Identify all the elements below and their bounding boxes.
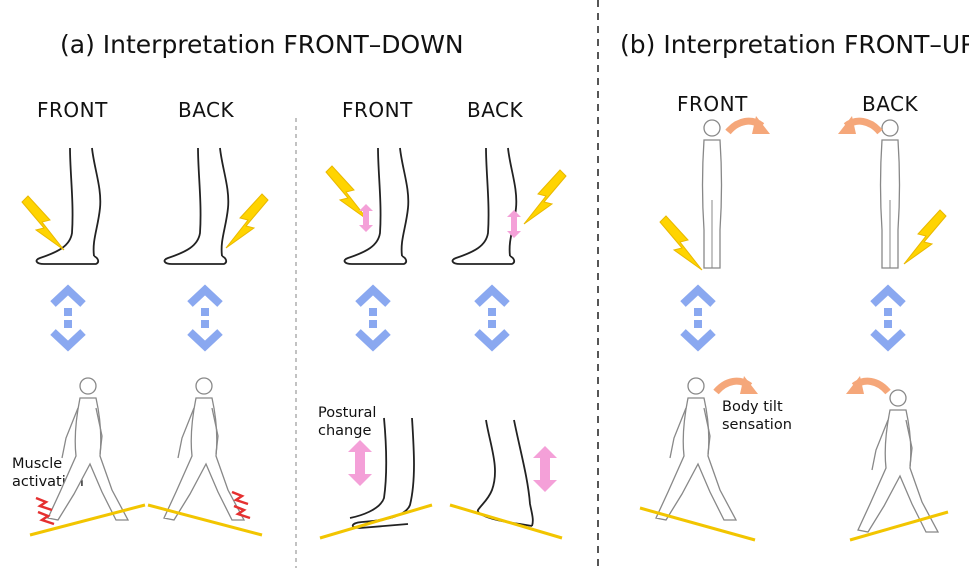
label-a2-front: FRONT bbox=[342, 98, 413, 122]
bolt-a2-back bbox=[523, 169, 567, 225]
pink-arrow-a2-back-posture bbox=[533, 446, 557, 492]
blue-arrow-a1-front bbox=[53, 290, 83, 346]
walker-a1-front bbox=[47, 377, 129, 521]
slope-a1-front bbox=[29, 503, 146, 537]
pink-arrow-a2-back bbox=[507, 210, 521, 238]
walker-b-back bbox=[857, 389, 939, 533]
leg-a1-front bbox=[35, 147, 102, 265]
leg-a2-back bbox=[451, 147, 518, 265]
bolt-a2-front bbox=[325, 165, 369, 221]
blue-arrow-a1-back bbox=[190, 290, 220, 346]
blue-arrow-a2-back bbox=[477, 290, 507, 346]
blue-arrow-b-front bbox=[683, 290, 713, 346]
panel-a-title: (a) Interpretation FRONT–DOWN bbox=[60, 30, 464, 59]
blue-arrow-a2-front bbox=[358, 290, 388, 346]
orange-arrow-b-front-bottom bbox=[716, 376, 758, 394]
slope-b-front bbox=[639, 506, 756, 542]
note-postural-change: Postural change bbox=[318, 405, 377, 439]
stander-b-back bbox=[879, 119, 901, 269]
activation-a1-front bbox=[34, 496, 56, 526]
bolt-b-back bbox=[903, 209, 947, 265]
walker-a1-back bbox=[163, 377, 245, 521]
label-b-front: FRONT bbox=[677, 92, 748, 116]
foot-a2-back bbox=[477, 419, 533, 527]
leg-a1-back bbox=[163, 147, 230, 265]
label-a1-front: FRONT bbox=[37, 98, 108, 122]
note-body-tilt: Body tilt sensation bbox=[722, 399, 792, 433]
slope-a2-front bbox=[319, 503, 433, 540]
label-a1-back: BACK bbox=[178, 98, 235, 122]
slope-b-back bbox=[849, 510, 949, 542]
orange-arrow-b-front-top bbox=[728, 116, 770, 134]
bolt-b-front bbox=[659, 215, 703, 271]
pink-arrow-a2-posture bbox=[348, 440, 372, 486]
label-b-back: BACK bbox=[862, 92, 919, 116]
orange-arrow-b-back-bottom bbox=[846, 376, 888, 394]
slope-a1-back bbox=[147, 503, 263, 537]
slope-a2-back bbox=[449, 503, 563, 540]
label-a2-back: BACK bbox=[467, 98, 524, 122]
bolt-a1-back bbox=[225, 193, 269, 249]
pink-arrow-a2-front bbox=[359, 204, 373, 232]
stander-b-front bbox=[701, 119, 723, 269]
panel-b-title: (b) Interpretation FRONT–UP bbox=[620, 30, 969, 59]
blue-arrow-b-back bbox=[873, 290, 903, 346]
walker-b-front bbox=[655, 377, 737, 521]
orange-arrow-b-back-top bbox=[838, 116, 880, 134]
bolt-a1-front bbox=[21, 195, 65, 251]
